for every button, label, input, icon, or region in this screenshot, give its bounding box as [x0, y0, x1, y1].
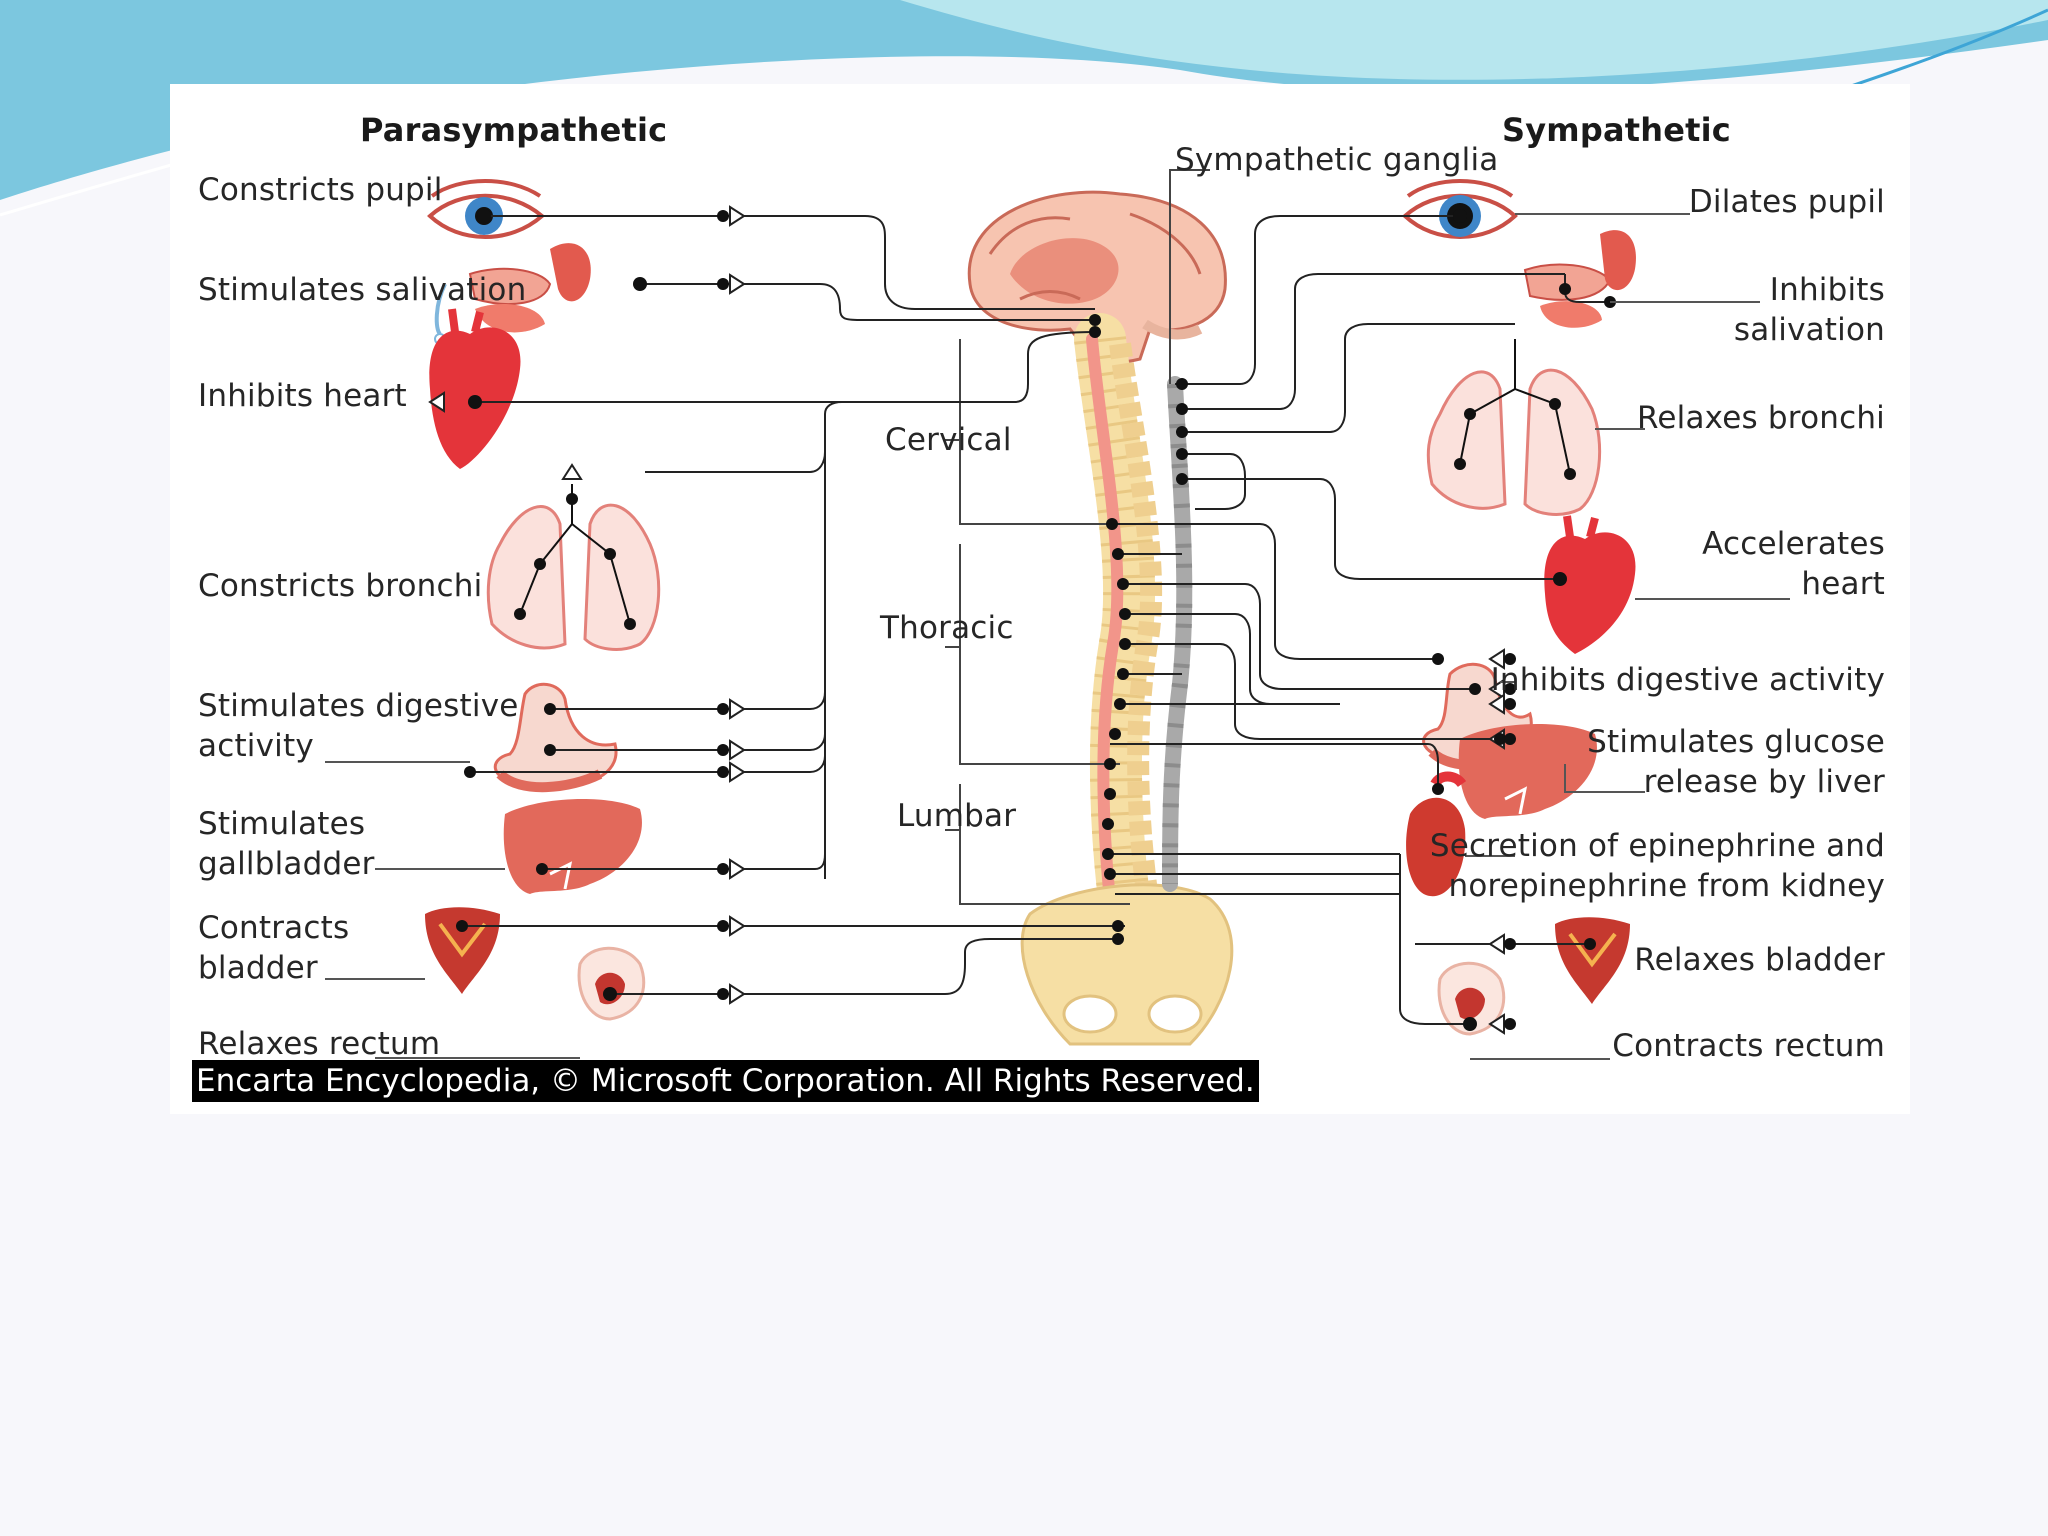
sym-liver-icon	[1458, 723, 1597, 819]
sym-rectum-icon	[1437, 961, 1506, 1036]
copyright-credit: Encarta Encyclopedia, © Microsoft Corpor…	[192, 1060, 1259, 1102]
label-relaxes-bladder: Relaxes bladder	[1634, 942, 1885, 978]
label-contracts-rectum: Contracts rectum	[1612, 1028, 1885, 1064]
label-dilates-pupil: Dilates pupil	[1688, 184, 1885, 220]
para-eye-icon	[427, 179, 546, 239]
lumbar-label: Lumbar	[897, 798, 1017, 834]
spine-section-brackets	[945, 339, 1130, 905]
para-stomach-icon	[493, 683, 618, 793]
sympathetic-ganglia-chain	[1162, 376, 1193, 892]
label-constricts-pupil: Constricts pupil	[198, 172, 443, 208]
top-wave-light	[900, 0, 2048, 80]
label-stimulates-digestive-activity: Stimulates digestive activity	[198, 688, 519, 764]
diagram-canvas	[325, 169, 1790, 1060]
para-lungs-icon	[486, 484, 661, 651]
thoracic-label: Thoracic	[880, 610, 1014, 646]
label-relaxes-bronchi: Relaxes bronchi	[1637, 400, 1885, 436]
label-contracts-bladder: Contracts bladder	[198, 910, 350, 986]
parasympathetic-nerve-lines	[462, 215, 1125, 995]
label-stimulates-salivation: Stimulates salivation	[198, 272, 527, 308]
sym-heart-icon	[1544, 515, 1636, 654]
label-leader-lines	[325, 213, 1790, 1060]
label-accelerates-heart: Accelerates heart	[1702, 526, 1885, 602]
autonomic-nervous-system-figure: Parasympathetic Sympathetic Sympathetic …	[170, 84, 1910, 1114]
pelvis-icon	[1020, 883, 1234, 1046]
para-heart-icon	[429, 308, 521, 469]
para-rectum-icon	[577, 946, 646, 1021]
sympathetic-nerve-lines	[1108, 215, 1610, 1025]
label-inhibits-digestive-activity: Inhibits digestive activity	[1490, 662, 1885, 698]
label-stimulates-gallbladder: Stimulates gallbladder	[198, 806, 375, 882]
label-stimulates-glucose-release: Stimulates glucose release by liver	[1587, 724, 1885, 800]
label-relaxes-rectum: Relaxes rectum	[198, 1026, 441, 1062]
parasympathetic-heading: Parasympathetic	[360, 111, 668, 149]
label-inhibits-heart: Inhibits heart	[198, 378, 407, 414]
sym-bladder-icon	[1555, 917, 1630, 1004]
label-constricts-bronchi: Constricts bronchi	[198, 568, 483, 604]
para-liver-icon	[503, 798, 642, 894]
cervical-label: Cervical	[885, 422, 1012, 458]
sym-kidney-icon	[1406, 771, 1467, 897]
sym-salivary-gland-icon	[1523, 230, 1636, 328]
sympathetic-synapse-dots	[1102, 209, 1616, 1031]
label-inhibits-salivation: Inhibits salivation	[1733, 272, 1885, 348]
parasympathetic-synapse-dots	[456, 209, 1124, 1001]
sym-lungs-icon	[1426, 339, 1602, 516]
para-salivary-gland-icon	[434, 243, 591, 345]
sympathetic-heading: Sympathetic	[1502, 111, 1731, 149]
para-bladder-icon	[425, 907, 500, 994]
label-epinephrine-secretion: Secretion of epinephrine and norepinephr…	[1429, 828, 1885, 904]
sympathetic-ganglia-label: Sympathetic ganglia	[1175, 142, 1499, 178]
